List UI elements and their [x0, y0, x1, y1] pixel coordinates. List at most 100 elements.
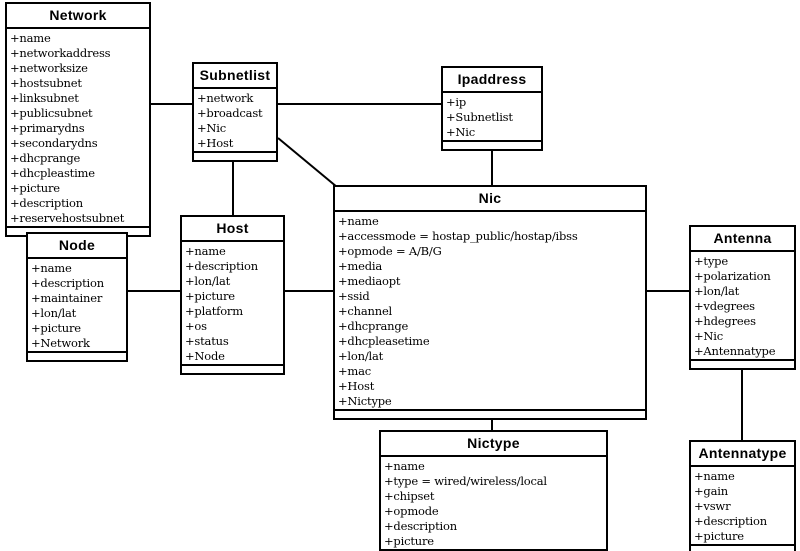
attribute: +mac	[338, 364, 372, 378]
attribute: +hostsubnet	[10, 76, 82, 90]
attribute: +network	[197, 91, 254, 105]
attribute: +description	[10, 196, 83, 210]
attribute: +ip	[446, 95, 467, 109]
attribute: +dhcprange	[10, 151, 81, 165]
class-operations-subnetlist	[194, 153, 276, 160]
attribute: +secondarydns	[10, 136, 98, 150]
attribute: +ssid	[338, 289, 370, 303]
class-box-antenna[interactable]: Antenna +type +polarization +lon/lat +vd…	[689, 225, 796, 370]
attribute: +maintainer	[31, 291, 103, 305]
attribute: +picture	[384, 534, 434, 548]
class-box-host[interactable]: Host +name +description +lon/lat +pictur…	[180, 215, 285, 375]
class-title-antennatype: Antennatype	[691, 442, 794, 467]
class-title-ipaddress: Ipaddress	[443, 68, 541, 93]
class-title-node: Node	[28, 234, 126, 259]
class-title-network: Network	[7, 4, 149, 29]
attribute: +picture	[185, 289, 235, 303]
attribute: +media	[338, 259, 383, 273]
class-attributes-subnetlist: +network +broadcast +Nic +Host	[194, 89, 276, 153]
attribute: +accessmode = hostap_public/hostap/ibss	[338, 229, 578, 243]
attribute: +picture	[31, 321, 81, 335]
attribute: +status	[185, 334, 229, 348]
attribute: +chipset	[384, 489, 435, 503]
attribute: +Network	[31, 336, 90, 350]
attribute: +dhcprange	[338, 319, 409, 333]
class-attributes-node: +name +description +maintainer +lon/lat …	[28, 259, 126, 353]
attribute: +vdegrees	[694, 299, 755, 313]
attribute: +lon/lat	[31, 306, 77, 320]
class-operations-antennatype	[691, 546, 794, 551]
attribute: +Node	[185, 349, 225, 363]
attribute: +name	[384, 459, 425, 473]
attribute: +publicsubnet	[10, 106, 93, 120]
attribute: +Antennatype	[694, 344, 776, 358]
attribute: +os	[185, 319, 207, 333]
attribute: +Subnetlist	[446, 110, 513, 124]
attribute: +vswr	[694, 499, 731, 513]
attribute: +broadcast	[197, 106, 263, 120]
class-title-antenna: Antenna	[691, 227, 794, 252]
attribute: +channel	[338, 304, 393, 318]
attribute: +name	[338, 214, 379, 228]
assoc-subnetlist-nic	[277, 137, 338, 188]
class-attributes-antennatype: +name +gain +vswr +description +picture	[691, 467, 794, 546]
class-operations-antenna	[691, 361, 794, 368]
class-operations-host	[182, 366, 283, 373]
attribute: +Nic	[694, 329, 724, 343]
class-attributes-network: +name +networkaddress +networksize +host…	[7, 29, 149, 228]
attribute: +name	[185, 244, 226, 258]
attribute: +description	[694, 514, 767, 528]
class-operations-node	[28, 353, 126, 360]
attribute: +name	[10, 31, 51, 45]
attribute: +type	[694, 254, 728, 268]
attribute: +opmode	[384, 504, 439, 518]
attribute: +dhcpleasetime	[338, 334, 430, 348]
attribute: +lon/lat	[185, 274, 231, 288]
class-box-antennatype[interactable]: Antennatype +name +gain +vswr +descripti…	[689, 440, 796, 551]
attribute: +polarization	[694, 269, 771, 283]
class-attributes-antenna: +type +polarization +lon/lat +vdegrees +…	[691, 252, 794, 361]
attribute: +lon/lat	[338, 349, 384, 363]
attribute: +primarydns	[10, 121, 85, 135]
attribute: +lon/lat	[694, 284, 740, 298]
attribute: +Nic	[197, 121, 227, 135]
class-attributes-nic: +name +accessmode = hostap_public/hostap…	[335, 212, 645, 411]
attribute: +networkaddress	[10, 46, 111, 60]
class-title-subnetlist: Subnetlist	[194, 64, 276, 89]
attribute: +picture	[10, 181, 60, 195]
class-box-nictype[interactable]: Nictype +name +type = wired/wireless/loc…	[379, 430, 608, 551]
attribute: +Nic	[446, 125, 476, 139]
class-title-host: Host	[182, 217, 283, 242]
class-box-network[interactable]: Network +name +networkaddress +networksi…	[5, 2, 151, 237]
attribute: +Host	[197, 136, 234, 150]
attribute: +reservehostsubnet	[10, 211, 125, 225]
attribute: +picture	[694, 529, 744, 543]
attribute: +mediaopt	[338, 274, 401, 288]
attribute: +hdegrees	[694, 314, 756, 328]
attribute: +dhcpleastime	[10, 166, 95, 180]
class-operations-nic	[335, 411, 645, 418]
attribute: +description	[185, 259, 258, 273]
class-box-ipaddress[interactable]: Ipaddress +ip +Subnetlist +Nic	[441, 66, 543, 151]
class-box-nic[interactable]: Nic +name +accessmode = hostap_public/ho…	[333, 185, 647, 420]
class-operations-ipaddress	[443, 142, 541, 149]
class-attributes-ipaddress: +ip +Subnetlist +Nic	[443, 93, 541, 142]
attribute: +opmode = A/B/G	[338, 244, 442, 258]
attribute: +Nictype	[338, 394, 392, 408]
class-title-nictype: Nictype	[381, 432, 606, 457]
attribute: +networksize	[10, 61, 88, 75]
attribute: +description	[384, 519, 457, 533]
class-attributes-nictype: +name +type = wired/wireless/local +chip…	[381, 457, 606, 551]
attribute: +gain	[694, 484, 728, 498]
attribute: +name	[694, 469, 735, 483]
attribute: +linksubnet	[10, 91, 79, 105]
class-title-nic: Nic	[335, 187, 645, 212]
attribute: +platform	[185, 304, 243, 318]
class-attributes-host: +name +description +lon/lat +picture +pl…	[182, 242, 283, 366]
attribute: +Host	[338, 379, 375, 393]
attribute: +type = wired/wireless/local	[384, 474, 547, 488]
class-box-node[interactable]: Node +name +description +maintainer +lon…	[26, 232, 128, 362]
class-box-subnetlist[interactable]: Subnetlist +network +broadcast +Nic +Hos…	[192, 62, 278, 162]
attribute: +name	[31, 261, 72, 275]
